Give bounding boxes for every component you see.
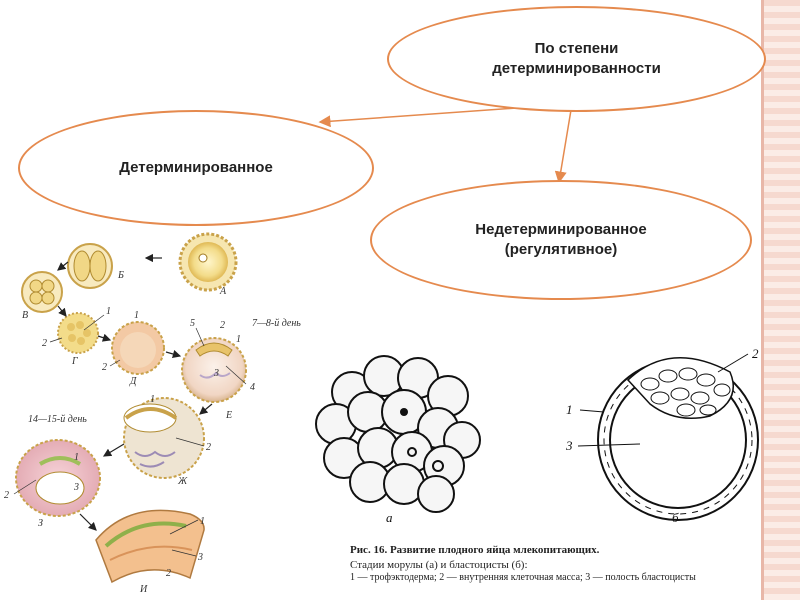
label-d: Д	[129, 376, 137, 387]
oval-determinacy-degree: По степени детерминированности	[387, 6, 766, 112]
label-a: А	[219, 286, 227, 297]
stage-g-morula	[57, 312, 99, 354]
num-2-b: 2	[102, 362, 107, 373]
oval-determinacy-degree-text: По степени детерминированности	[492, 39, 661, 77]
num-1-b: 1	[134, 310, 139, 321]
oval-determined: Детерминированное	[18, 110, 374, 226]
label-zh: Ж	[177, 476, 188, 487]
num-1-c: 1	[236, 334, 241, 345]
arrow-to-undetermined	[554, 103, 573, 184]
morula-drawing	[315, 355, 481, 513]
label-z: З	[38, 518, 43, 529]
stage-d-early-blastocyst	[111, 321, 165, 375]
side-border	[761, 0, 764, 600]
decorative-stripe	[764, 0, 800, 600]
num-1-f: 1	[200, 516, 205, 527]
oval-undetermined: Недетерминированное (регулятивное)	[370, 180, 752, 300]
num-2-d: 2	[206, 442, 211, 453]
num-2-e: 2	[4, 490, 9, 501]
stage-a-egg	[178, 232, 238, 292]
label-e: Е	[225, 410, 232, 421]
num-1-d: 1	[150, 394, 155, 405]
num-1-e: 1	[74, 452, 79, 463]
oval-undetermined-text: Недетерминированное (регулятивное)	[475, 220, 647, 258]
num-3-b: 3	[73, 482, 79, 493]
num-3-a: 3	[213, 368, 219, 379]
oval-determined-text: Детерминированное	[119, 158, 273, 176]
stage-b-two-cells	[67, 243, 113, 289]
figure-legend: 1 — трофэктодерма; 2 — внутренняя клеточ…	[350, 572, 696, 583]
num-1-a: 1	[106, 306, 111, 317]
num-2-c: 2	[220, 320, 225, 331]
stage-z-embryo	[15, 439, 101, 517]
stage-e-blastocyst	[181, 337, 247, 403]
stage-i-section	[95, 509, 205, 584]
caption-title: Рис. 16. Развитие плодного яйца млекопит…	[350, 544, 600, 556]
label-b: Б	[117, 270, 124, 281]
num-2-f: 2	[166, 568, 171, 579]
blastocyst-drawing	[577, 353, 759, 521]
stage-zh-implantation	[123, 397, 205, 479]
label-i: И	[139, 584, 148, 595]
sublabel-a: а	[386, 510, 393, 525]
day-label-7-8: 7—8-й день	[252, 318, 301, 329]
label-v: В	[22, 310, 28, 321]
stage-v-four-cells	[21, 271, 63, 313]
blasto-num-2: 2	[752, 346, 759, 361]
figure-caption: Рис. 16. Развитие плодного яйца млекопит…	[350, 543, 730, 574]
num-2-a: 2	[42, 338, 47, 349]
blasto-num-3: 3	[565, 438, 573, 453]
num-5: 5	[190, 318, 195, 329]
label-g: Г	[71, 356, 78, 367]
num-3-c: 3	[197, 552, 203, 563]
caption-subtitle: Стадии морулы (а) и бластоцисты (б):	[350, 559, 528, 572]
sublabel-b: б	[672, 510, 679, 525]
day-label-14-15: 14—15-й день	[28, 414, 87, 425]
num-4: 4	[250, 382, 255, 393]
blasto-num-1: 1	[566, 402, 573, 417]
